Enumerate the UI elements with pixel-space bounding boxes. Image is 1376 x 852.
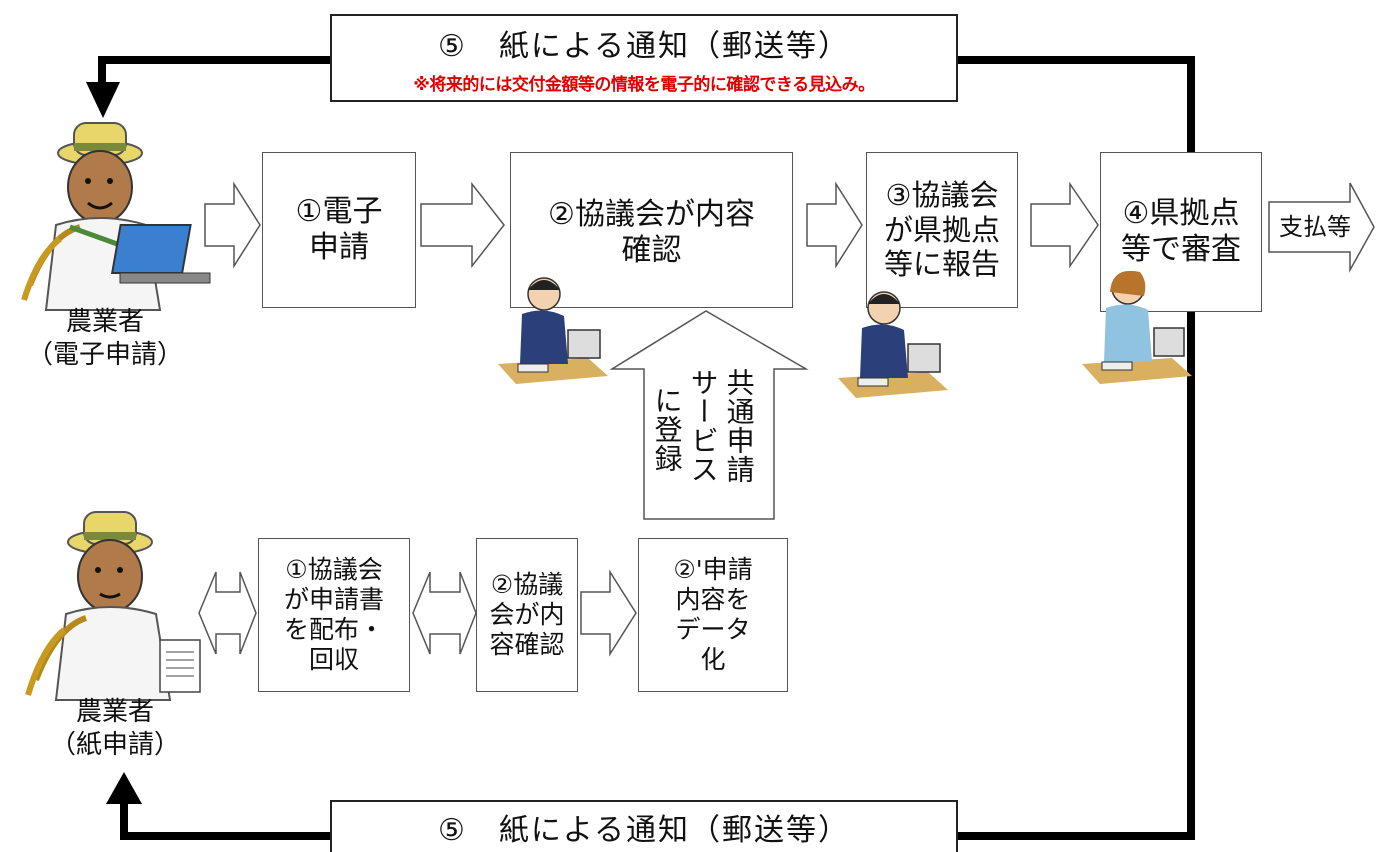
loop-arrowhead-down-icon bbox=[86, 82, 120, 118]
flow-arrow-right-icon bbox=[1030, 181, 1099, 269]
step-distribute-collect: ①協議会 が申請書 を配布・ 回収 bbox=[258, 538, 410, 692]
flow-arrow-right-icon bbox=[806, 181, 863, 269]
flow-arrow-right-icon bbox=[580, 569, 637, 657]
flow-arrow-right-icon bbox=[420, 181, 505, 269]
register-text-col1: 共通申請 bbox=[722, 368, 756, 484]
office-worker-illustration bbox=[498, 277, 608, 384]
payment-label: 支払等 bbox=[1279, 213, 1351, 241]
step-electronic-application: ①電子 申請 bbox=[262, 152, 416, 308]
loop-left-top-drop bbox=[98, 56, 106, 84]
step-council-review: ②協議会が内容 確認 bbox=[510, 152, 793, 308]
farmer-paper-illustration bbox=[25, 511, 201, 701]
notice-top-title: ⑤ 紙による通知（郵送等） bbox=[438, 29, 850, 64]
register-text-col3: に登録 bbox=[650, 386, 684, 473]
loop-right-line bbox=[1187, 56, 1195, 840]
step-digitize: ②'申請 内容を データ 化 bbox=[638, 538, 788, 692]
loop-left-bottom-rise bbox=[120, 800, 128, 840]
flow-arrow-right-icon bbox=[204, 181, 261, 269]
notice-top: ⑤ 紙による通知（郵送等） ※将来的には交付金額等の情報を電子的に確認できる見込… bbox=[330, 14, 958, 102]
office-worker-illustration bbox=[1082, 270, 1192, 384]
step-prefecture-review: ④県拠点 等で審査 bbox=[1100, 152, 1262, 312]
register-text-col2: サービス bbox=[686, 368, 720, 484]
flow-double-arrow-icon bbox=[412, 571, 477, 655]
step-paper-council-review: ②協議 会が内 容確認 bbox=[476, 538, 578, 692]
step-council-report: ③協議会 が県拠点 等に報告 bbox=[866, 152, 1018, 308]
payment-arrow-icon bbox=[1268, 182, 1375, 273]
notice-top-note: ※将来的には交付金額等の情報を電子的に確認できる見込み。 bbox=[413, 75, 875, 95]
farmer-paper-label: 農業者 （紙申請） bbox=[49, 697, 180, 760]
flow-double-arrow-icon bbox=[198, 571, 257, 655]
loop-arrowhead-up-icon bbox=[106, 772, 142, 804]
farmer-electronic-label: 農業者 （電子申請） bbox=[26, 307, 183, 370]
office-worker-illustration bbox=[838, 291, 948, 398]
notice-bottom-title: ⑤ 紙による通知（郵送等） bbox=[438, 813, 850, 848]
register-up-arrow-icon bbox=[609, 310, 809, 520]
notice-bottom: ⑤ 紙による通知（郵送等） bbox=[330, 800, 958, 852]
farmer-electronic-illustration bbox=[21, 122, 211, 311]
